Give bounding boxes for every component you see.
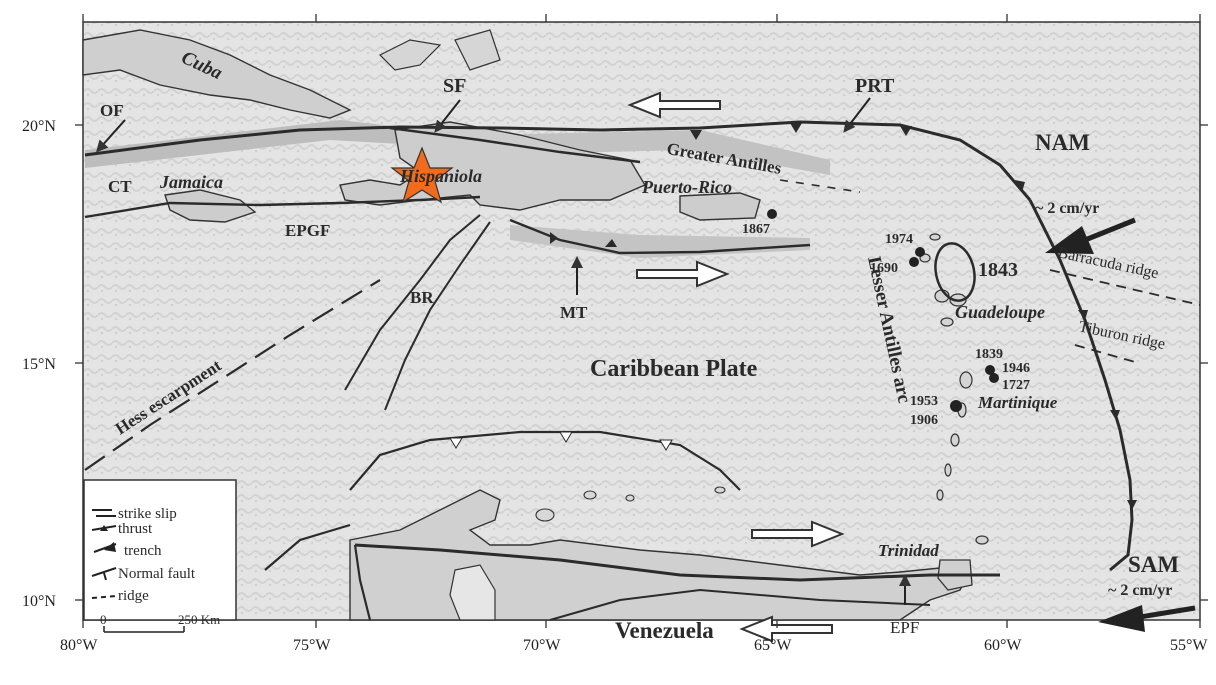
label-caribbean-plate: Caribbean Plate — [590, 356, 758, 382]
ga-dashes — [779, 179, 861, 193]
label-trinidad: Trinidad — [878, 541, 939, 560]
beata-ridge — [344, 214, 481, 391]
eq-label-1867: 1867 — [742, 222, 770, 237]
label-guadeloupe: Guadeloupe — [955, 302, 1045, 322]
star-icon — [390, 146, 454, 204]
cayman-trough-shade — [85, 120, 470, 168]
barracuda-ridge — [1049, 269, 1201, 306]
x-tick-70w: 70°W — [523, 637, 561, 654]
lake-maracaibo — [449, 564, 496, 621]
label-rate-nam: ~ 2 cm/yr — [1035, 200, 1099, 217]
label-ct: CT — [108, 177, 132, 196]
label-rate-sam: ~ 2 cm/yr — [1108, 582, 1172, 599]
abc-islands — [535, 486, 726, 522]
eq-label-1946: 1946 — [1002, 361, 1030, 376]
legend-strike-slip: strike slip — [118, 506, 177, 522]
legend: strike slip thrust trench Normal fault r… — [83, 479, 237, 633]
legend-trench: trench — [124, 543, 162, 559]
muertos-trough — [509, 218, 811, 255]
x-tick-60w: 60°W — [984, 637, 1022, 654]
label-puerto-rico: Puerto-Rico — [641, 177, 732, 197]
jamaica-island — [164, 189, 257, 223]
plate-velocity-arrows — [1045, 217, 1196, 632]
prt-thrust-teeth — [690, 123, 1137, 510]
pointer-arrows — [96, 97, 911, 605]
label-venezuela: Venezuela — [615, 618, 714, 643]
septentrional-fault — [389, 126, 641, 164]
x-tick-55w: 55°W — [1170, 637, 1208, 654]
puerto-rico-island — [679, 192, 761, 221]
legend-scale-zero: 0 — [100, 612, 107, 627]
x-tick-75w: 75°W — [293, 637, 331, 654]
plate-boundary-north — [84, 120, 1032, 201]
mt-thrust-teeth — [550, 232, 617, 247]
label-of: OF — [100, 101, 124, 120]
bahamas-2 — [454, 29, 501, 71]
legend-normal-fault: Normal fault — [118, 566, 196, 582]
legend-scale-label: 250 Km — [178, 612, 220, 627]
x-tick-65w: 65°W — [754, 637, 792, 654]
legend-ridge: ridge — [118, 588, 149, 604]
epgf-fault — [84, 195, 481, 219]
label-hispaniola: Hispaniola — [399, 166, 482, 186]
label-epf: EPF — [890, 618, 919, 637]
label-nam: NAM — [1035, 130, 1090, 155]
venezuela-coast — [349, 489, 970, 621]
cuba-island — [82, 29, 352, 119]
bahamas — [378, 39, 442, 71]
rupture-ellipse-1843 — [934, 242, 976, 302]
x-tick-80w: 80°W — [60, 637, 98, 654]
eq-label-1690: 1690 — [870, 261, 898, 276]
tiburon-ridge — [1074, 344, 1136, 363]
label-martinique: Martinique — [977, 393, 1058, 412]
eq-label-1727: 1727 — [1002, 378, 1030, 393]
el-pilar-fault — [354, 543, 1000, 582]
label-prt: PRT — [855, 75, 895, 97]
puerto-rico-trench-shade — [480, 130, 830, 175]
motion-arrows — [627, 91, 845, 643]
plate-boundary-east — [1028, 199, 1134, 572]
eq-label-1906: 1906 — [910, 413, 938, 428]
scdb-thrust-teeth — [449, 431, 673, 451]
oca-fault — [264, 523, 351, 571]
map-area — [82, 21, 1201, 621]
bocono-fault — [353, 544, 372, 621]
axis-ticks — [75, 14, 1208, 628]
legend-thrust: thrust — [118, 521, 153, 537]
label-br: BR — [410, 288, 434, 307]
label-epgf: EPGF — [285, 221, 330, 240]
beata-ridge-2 — [384, 221, 491, 411]
y-tick-20n: 20°N — [22, 118, 56, 135]
eq-label-1974: 1974 — [885, 232, 913, 247]
eq-label-1843: 1843 — [978, 259, 1018, 281]
label-jamaica: Jamaica — [159, 172, 223, 192]
y-tick-15n: 15°N — [22, 356, 56, 373]
hess-escarpment — [84, 279, 381, 471]
coastal-thrust — [549, 588, 931, 621]
label-sam: SAM — [1128, 552, 1179, 577]
label-sf: SF — [443, 75, 466, 97]
eq-label-1953: 1953 — [910, 394, 938, 409]
earthquake-dots — [767, 209, 999, 412]
label-mt: MT — [560, 303, 588, 322]
y-tick-10n: 10°N — [22, 593, 56, 610]
eq-label-1839: 1839 — [975, 347, 1003, 362]
